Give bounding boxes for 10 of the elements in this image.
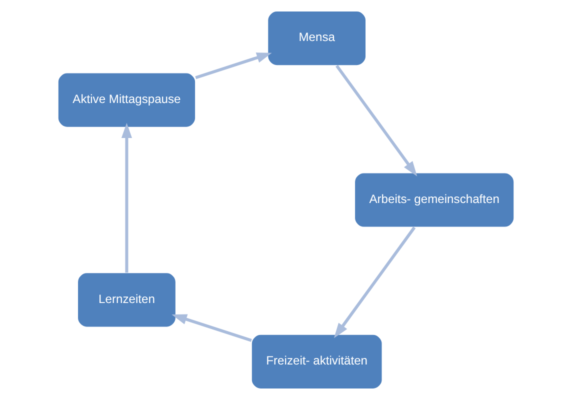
node-box: Lernzeiten <box>76 272 176 328</box>
arrow <box>171 314 252 342</box>
arrow <box>333 226 416 338</box>
arrow <box>335 64 417 176</box>
arrow <box>120 122 132 273</box>
arrow <box>194 52 272 80</box>
node-box: Arbeits- gemeinschaften <box>354 172 514 228</box>
node-box: Aktive Mittagspause <box>57 72 196 128</box>
node-box: Freizeit- aktivitäten <box>250 334 382 390</box>
node-box: Mensa <box>266 10 366 66</box>
